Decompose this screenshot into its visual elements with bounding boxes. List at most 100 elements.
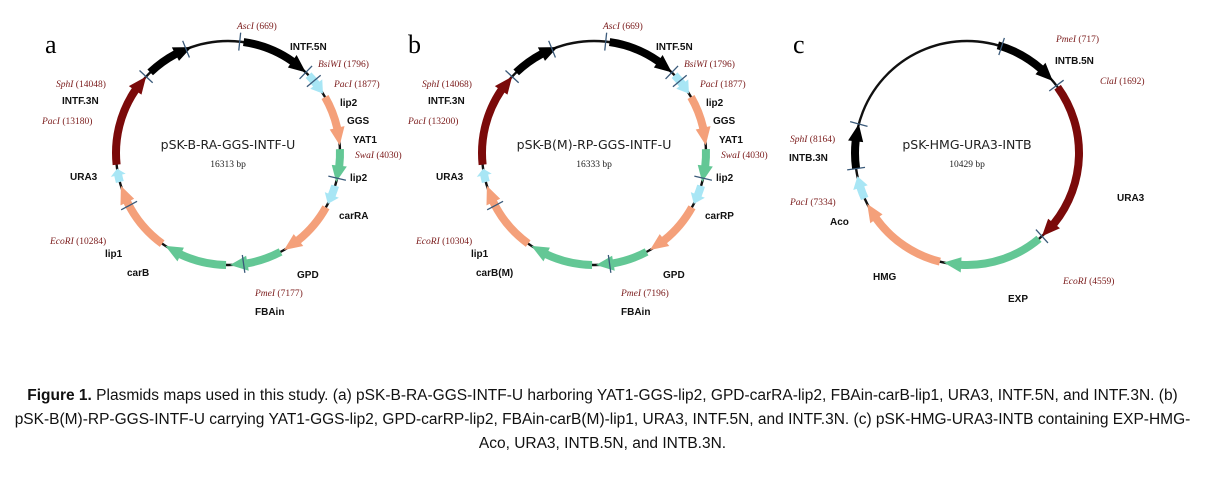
feature-label: GPD (297, 270, 319, 281)
restriction-site-tick (665, 65, 679, 80)
feature-label: URA3 (70, 172, 98, 183)
feature-label: Aco (830, 217, 849, 228)
site-position: (10284) (74, 236, 106, 247)
feature-arrow (697, 148, 713, 182)
feature-arrow (996, 41, 1053, 82)
site-position: (14068) (439, 79, 471, 90)
feature-label: YAT1 (353, 135, 377, 146)
enzyme-name: SwaI (721, 151, 741, 161)
caption-text: Plasmids maps used in this study. (a) pS… (14, 387, 1191, 452)
feature-arrow (305, 72, 323, 94)
feature-arrow (147, 47, 192, 76)
enzyme-name: PacI (41, 117, 61, 127)
feature-label: lip2 (706, 98, 724, 109)
feature-arrow (478, 76, 513, 166)
feature-arrow (110, 168, 126, 184)
restriction-site-label: PmeI (717) (1055, 34, 1099, 45)
feature-arrow (650, 205, 696, 250)
enzyme-name: SphI (56, 80, 74, 90)
restriction-site-label: PacI (1877) (333, 79, 380, 90)
feature-label: INTB.3N (789, 153, 828, 164)
restriction-site-tick (847, 166, 866, 171)
restriction-site-label: AscI (669) (602, 21, 643, 32)
feature-arrow (243, 38, 306, 73)
restriction-site-label: PacI (13180) (41, 116, 92, 127)
feature-arrow (671, 72, 689, 94)
plasmid-size: 16313 bp (210, 160, 246, 170)
restriction-site-label: BsiWI (1796) (684, 59, 735, 70)
feature-label: FBAin (621, 307, 650, 318)
site-position: (8164) (807, 134, 835, 145)
restriction-site-label: PacI (13200) (407, 116, 458, 127)
restriction-site-tick (1035, 229, 1049, 244)
enzyme-name: PacI (699, 80, 719, 90)
feature-label: GGS (347, 116, 370, 127)
restriction-site-tick (306, 74, 322, 88)
site-position: (4030) (740, 150, 768, 161)
restriction-site-label: BsiWI (1796) (318, 59, 369, 70)
panel-letter: b (408, 30, 421, 59)
restriction-site-label: PmeI (7177) (254, 288, 303, 299)
site-position: (1877) (718, 79, 746, 90)
feature-arrow (321, 95, 345, 146)
enzyme-name: PacI (407, 117, 427, 127)
feature-arrow (229, 248, 283, 271)
restriction-site-label: SphI (8164) (790, 134, 835, 145)
feature-label: INTF.5N (290, 42, 327, 53)
enzyme-name: SphI (422, 80, 440, 90)
feature-arrow (284, 205, 330, 250)
site-position: (13180) (60, 116, 92, 127)
plasmid-size: 16333 bp (576, 160, 612, 170)
restriction-site-tick (238, 32, 242, 51)
site-position: (4030) (374, 150, 402, 161)
feature-label: URA3 (1117, 193, 1145, 204)
site-position: (4559) (1087, 276, 1115, 287)
enzyme-name: ClaI (1100, 77, 1118, 87)
enzyme-name: AscI (602, 22, 621, 32)
feature-label: carB(M) (476, 268, 513, 279)
site-position: (1692) (1117, 76, 1145, 87)
restriction-site-label: SphI (14048) (56, 79, 106, 90)
feature-arrow (331, 148, 347, 182)
panel-letter: c (793, 30, 805, 59)
restriction-site-label: EcoRI (10304) (415, 236, 472, 247)
enzyme-name: AscI (236, 22, 255, 32)
enzyme-name: SwaI (355, 151, 375, 161)
plasmid-name: pSK-HMG-URA3-INTB (902, 137, 1031, 152)
feature-arrow (486, 185, 531, 247)
restriction-site-label: EcoRI (4559) (1062, 276, 1114, 287)
restriction-site-tick (607, 254, 612, 273)
feature-label: lip1 (471, 249, 489, 260)
feature-arrow (165, 245, 227, 269)
restriction-site-tick (548, 40, 557, 58)
enzyme-name: PmeI (1055, 35, 1077, 45)
site-position: (669) (620, 21, 643, 32)
restriction-site-label: SwaI (4030) (355, 150, 402, 161)
plasmid-size: 10429 bp (949, 160, 985, 170)
feature-arrow (531, 245, 593, 269)
feature-label: FBAin (255, 307, 284, 318)
restriction-site-tick (604, 32, 608, 51)
restriction-site-label: AscI (669) (236, 21, 277, 32)
enzyme-name: PacI (789, 198, 809, 208)
restriction-site-tick (139, 70, 154, 84)
site-position: (1796) (707, 59, 735, 70)
feature-arrow (324, 184, 339, 204)
restriction-site-label: PacI (1877) (699, 79, 746, 90)
feature-label: INTF.3N (62, 96, 99, 107)
enzyme-name: BsiWI (684, 60, 708, 70)
feature-label: lip2 (716, 173, 734, 184)
restriction-site-label: SwaI (4030) (721, 150, 768, 161)
feature-label: URA3 (436, 172, 464, 183)
enzyme-name: PacI (333, 80, 353, 90)
restriction-site-tick (241, 254, 246, 273)
feature-arrow (1041, 84, 1084, 237)
feature-arrow (848, 124, 864, 170)
feature-label: INTF.3N (428, 96, 465, 107)
feature-arrow (476, 168, 492, 184)
restriction-site-label: EcoRI (10284) (49, 236, 106, 247)
site-position: (7196) (641, 288, 669, 299)
enzyme-name: BsiWI (318, 60, 342, 70)
feature-arrow (690, 184, 705, 204)
